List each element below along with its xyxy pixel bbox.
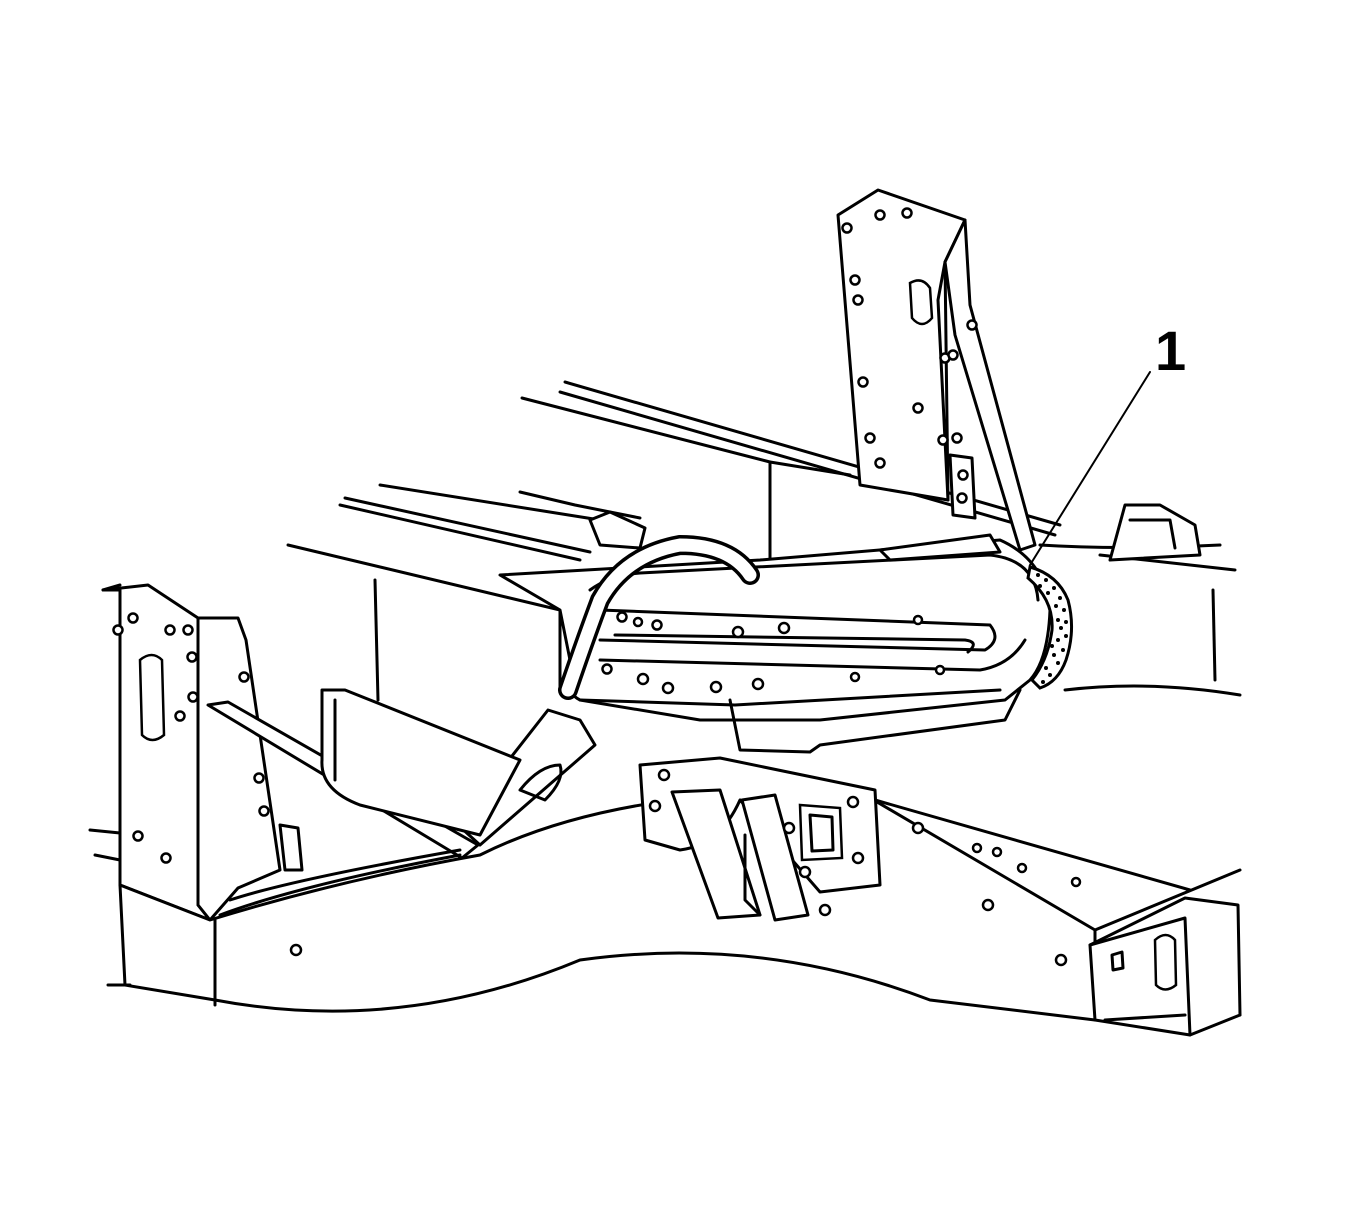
seam-sealer <box>1026 565 1073 690</box>
rear-pillar <box>836 188 1037 552</box>
floor-tray <box>320 688 522 837</box>
rear-mount-bracket <box>1108 503 1202 562</box>
rear-crossmember-tube <box>1088 896 1242 1037</box>
callout-1: 1 <box>1029 319 1186 566</box>
crossmember-bracket <box>638 756 882 922</box>
center-rail <box>498 538 1052 754</box>
front-pillar <box>101 583 304 922</box>
callout-1-label: 1 <box>1155 319 1186 382</box>
brake-line-hose <box>558 510 1002 700</box>
